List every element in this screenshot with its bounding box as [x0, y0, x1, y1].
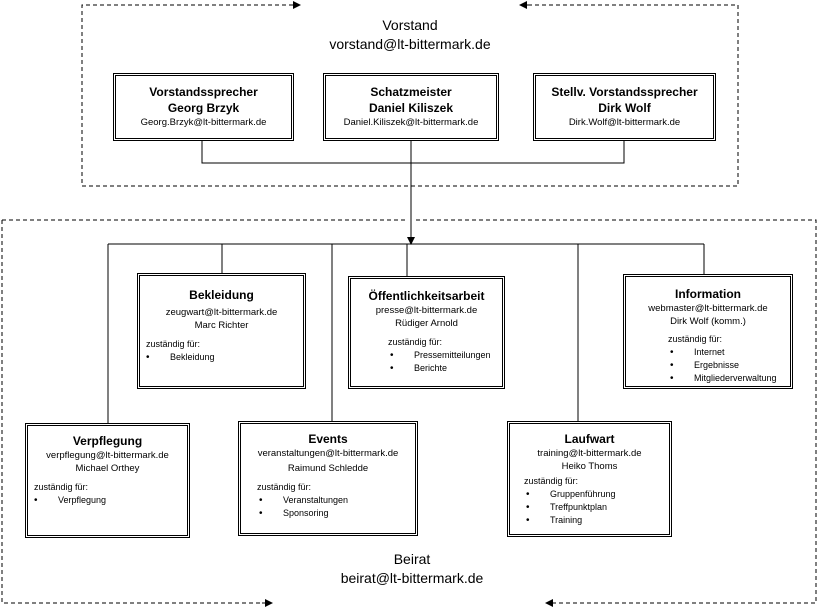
email-link[interactable]: veranstaltungen@lt-bittermark.de	[257, 448, 399, 459]
unit-name: Bekleidung	[189, 288, 254, 302]
unit-name: Events	[308, 432, 348, 446]
list-item: Treffpunktplan	[524, 501, 665, 514]
box-laufwart: Laufwart training@lt-bittermark.de Heiko…	[507, 421, 672, 537]
person-name: Raimund Schledde	[287, 463, 369, 474]
responsible-label: zuständig für:	[34, 482, 89, 492]
box-schatzmeister: Schatzmeister Daniel Kiliszek Daniel.Kil…	[323, 73, 499, 141]
person-name: Rüdiger Arnold	[395, 318, 458, 329]
box-information: Information webmaster@lt-bittermark.de D…	[623, 274, 793, 389]
list-item: Ergebnisse	[668, 359, 786, 372]
unit-name: Laufwart	[564, 432, 615, 446]
list-item: Gruppenführung	[524, 488, 665, 501]
responsible-label: zuständig für:	[668, 334, 723, 344]
box-verpflegung: Verpflegung verpflegung@lt-bittermark.de…	[25, 423, 190, 538]
box-events: Events veranstaltungen@lt-bittermark.de …	[238, 421, 418, 536]
list-item: Sponsoring	[257, 507, 411, 520]
task-list: Veranstaltungen Sponsoring	[257, 494, 411, 520]
email-link[interactable]: webmaster@lt-bittermark.de	[648, 303, 768, 314]
task-list: Bekleidung	[144, 351, 299, 364]
box-vorstandssprecher: Vorstandssprecher Georg Brzyk Georg.Brzy…	[113, 73, 294, 141]
email-link[interactable]: Dirk.Wolf@lt-bittermark.de	[568, 117, 681, 128]
vorstand-title-text: Vorstand	[382, 17, 438, 33]
list-item: Training	[524, 514, 665, 527]
unit-name: Öffentlichkeitsarbeit	[368, 289, 485, 303]
email-link[interactable]: Daniel.Kiliszek@lt-bittermark.de	[343, 117, 479, 128]
box-oeffentlichkeitsarbeit: Öffentlichkeitsarbeit presse@lt-bitterma…	[348, 276, 505, 389]
list-item: Pressemitteilungen	[388, 349, 498, 362]
role-label: Schatzmeister	[370, 85, 452, 99]
responsible-label: zuständig für:	[388, 337, 443, 347]
email-link[interactable]: verpflegung@lt-bittermark.de	[46, 450, 169, 461]
beirat-title-text: Beirat	[393, 551, 431, 567]
role-label: Stellv. Vorstandssprecher	[551, 85, 698, 99]
task-list: Pressemitteilungen Berichte	[388, 349, 498, 375]
person-name: Marc Richter	[194, 320, 249, 331]
person-name: Dirk Wolf	[598, 101, 651, 115]
email-link[interactable]: Georg.Brzyk@lt-bittermark.de	[140, 117, 267, 128]
box-stellv-vorstandssprecher: Stellv. Vorstandssprecher Dirk Wolf Dirk…	[533, 73, 716, 141]
list-item: Verpflegung	[32, 494, 183, 507]
vorstand-email: vorstand@lt-bittermark.de	[329, 36, 491, 52]
list-item: Berichte	[388, 362, 498, 375]
task-list: Verpflegung	[32, 494, 183, 507]
vorstand-title: Vorstand vorstand@lt-bittermark.de	[260, 16, 560, 54]
list-item: Veranstaltungen	[257, 494, 411, 507]
email-link[interactable]: zeugwart@lt-bittermark.de	[165, 307, 278, 318]
box-bekleidung: Bekleidung zeugwart@lt-bittermark.de Mar…	[137, 273, 306, 389]
person-name: Heiko Thoms	[561, 461, 618, 472]
unit-name: Verpflegung	[72, 434, 143, 448]
person-name: Dirk Wolf (komm.)	[670, 316, 746, 327]
beirat-title: Beirat beirat@lt-bittermark.de	[294, 550, 530, 588]
task-list: Gruppenführung Treffpunktplan Training	[524, 488, 665, 527]
list-item: Internet	[668, 346, 786, 359]
beirat-frame	[1, 219, 817, 604]
task-list: Internet Ergebnisse Mitgliederverwaltung	[668, 346, 786, 385]
responsible-label: zuständig für:	[524, 476, 579, 486]
beirat-email: beirat@lt-bittermark.de	[340, 570, 484, 586]
person-name: Georg Brzyk	[167, 101, 240, 115]
person-name: Michael Orthey	[75, 463, 140, 474]
list-item: Bekleidung	[144, 351, 299, 364]
email-link[interactable]: training@lt-bittermark.de	[537, 448, 642, 459]
responsible-label: zuständig für:	[146, 339, 201, 349]
role-label: Vorstandssprecher	[149, 85, 258, 99]
email-link[interactable]: presse@lt-bittermark.de	[375, 305, 478, 316]
responsible-label: zuständig für:	[257, 482, 312, 492]
person-name: Daniel Kiliszek	[368, 101, 454, 115]
unit-name: Information	[675, 287, 741, 301]
list-item: Mitgliederverwaltung	[668, 372, 786, 385]
